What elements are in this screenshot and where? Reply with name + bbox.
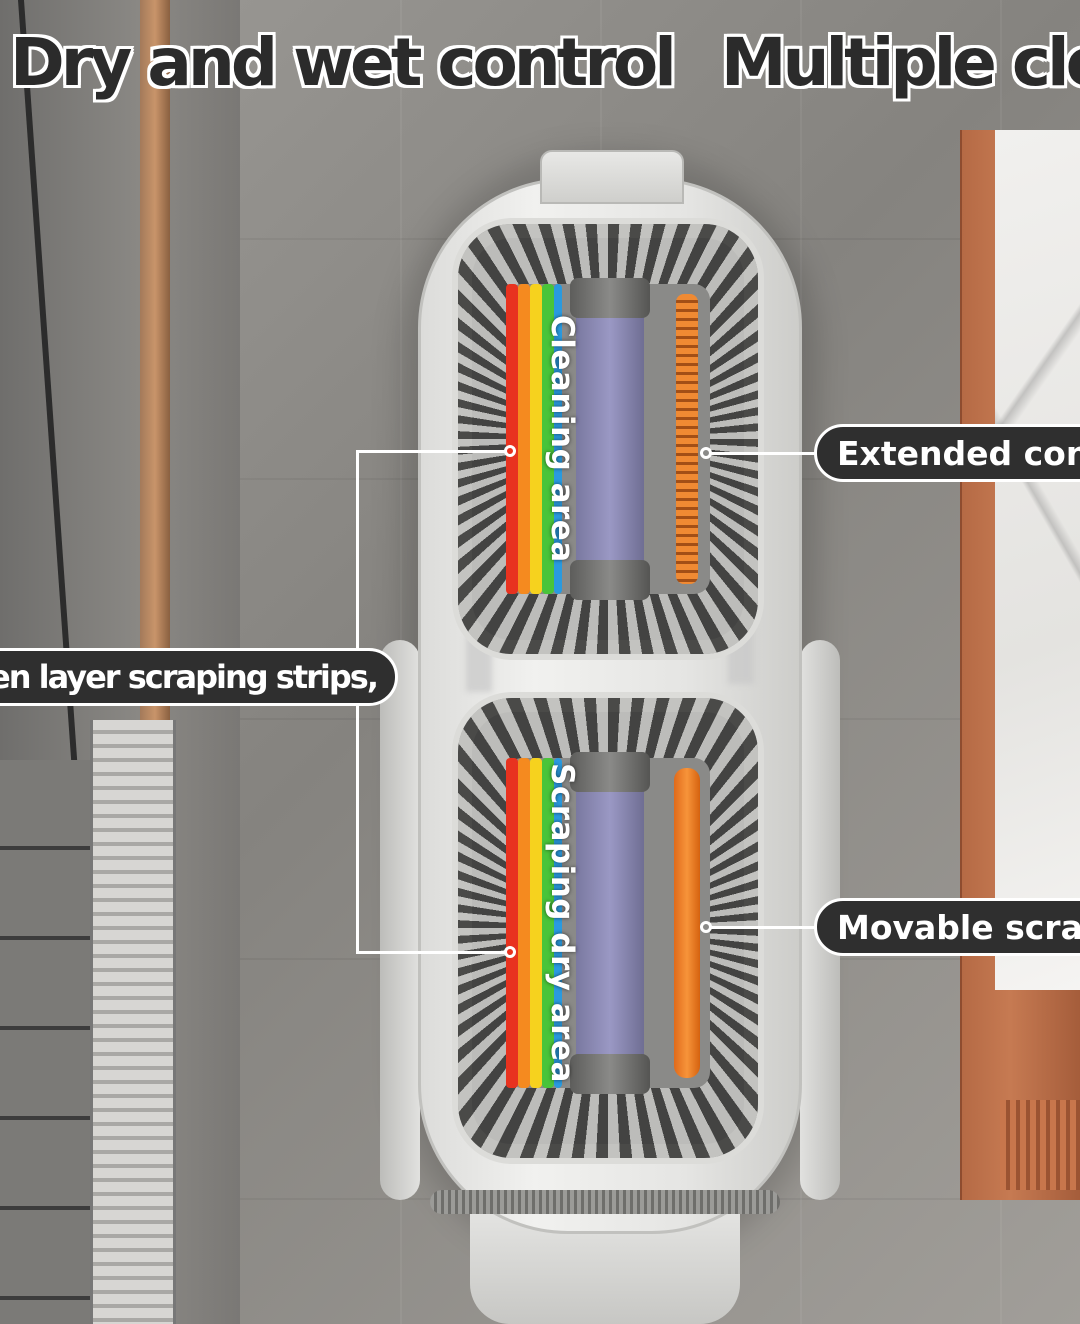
vanity-slat-panel: [1000, 1100, 1080, 1190]
marble-countertop: [995, 130, 1080, 990]
callout-scraping-strips: even layer scraping strips,: [0, 648, 398, 706]
chamber-core: [506, 278, 710, 600]
bucket-side-arm-left: [380, 640, 420, 1200]
headline-right: Multiple clea: [720, 24, 1080, 101]
scraping-dry-chamber: Scraping dry area: [452, 692, 764, 1164]
callout-extended: Extended con: [814, 424, 1080, 482]
scraping-strip-yellow: [530, 284, 542, 594]
headline-left: Dry and wet control: [10, 24, 677, 101]
mop-roller: [576, 758, 644, 1088]
scraping-strip-green: [542, 758, 554, 1088]
mop-roller: [576, 284, 644, 594]
scraping-strip-orange: [518, 758, 530, 1088]
cleaning-area-label: Cleaning area: [544, 315, 580, 563]
scraping-dry-area-label: Scraping dry area: [544, 763, 580, 1083]
scraping-strip-blue: [554, 284, 562, 594]
bracket-line-top: [356, 450, 506, 453]
scraping-strip-red: [506, 758, 518, 1088]
scraping-strip-orange: [518, 284, 530, 594]
pointer-dot-movable: [700, 921, 712, 933]
scraping-strip-blue: [554, 758, 562, 1088]
cleaning-chamber: Cleaning area: [452, 218, 764, 660]
movable-scraper: [674, 768, 700, 1078]
chamber-core: [506, 752, 710, 1094]
scraping-strip-red: [506, 284, 518, 594]
extended-comb: [676, 294, 698, 584]
pointer-dot-extended: [700, 447, 712, 459]
roller-cap-top: [570, 278, 650, 318]
pointer-line-movable: [710, 926, 816, 929]
roller-cap-top: [570, 752, 650, 792]
callout-movable-scraper: Movable scrap: [814, 898, 1080, 956]
pointer-dot-strips-top: [504, 445, 516, 457]
bucket-base-grip: [430, 1190, 780, 1214]
scraping-strip-yellow: [530, 758, 542, 1088]
roller-cap-bottom: [570, 560, 650, 600]
bucket-handle: [540, 150, 684, 204]
linear-floor-drain: [90, 720, 176, 1324]
bracket-line-bottom: [356, 951, 506, 954]
pointer-dot-strips-bottom: [504, 946, 516, 958]
floor-step: [0, 760, 90, 1324]
pointer-line-extended: [710, 452, 816, 455]
scraping-strip-green: [542, 284, 554, 594]
roller-cap-bottom: [570, 1054, 650, 1094]
headline: Dry and wet control Multiple clea: [10, 24, 1080, 114]
